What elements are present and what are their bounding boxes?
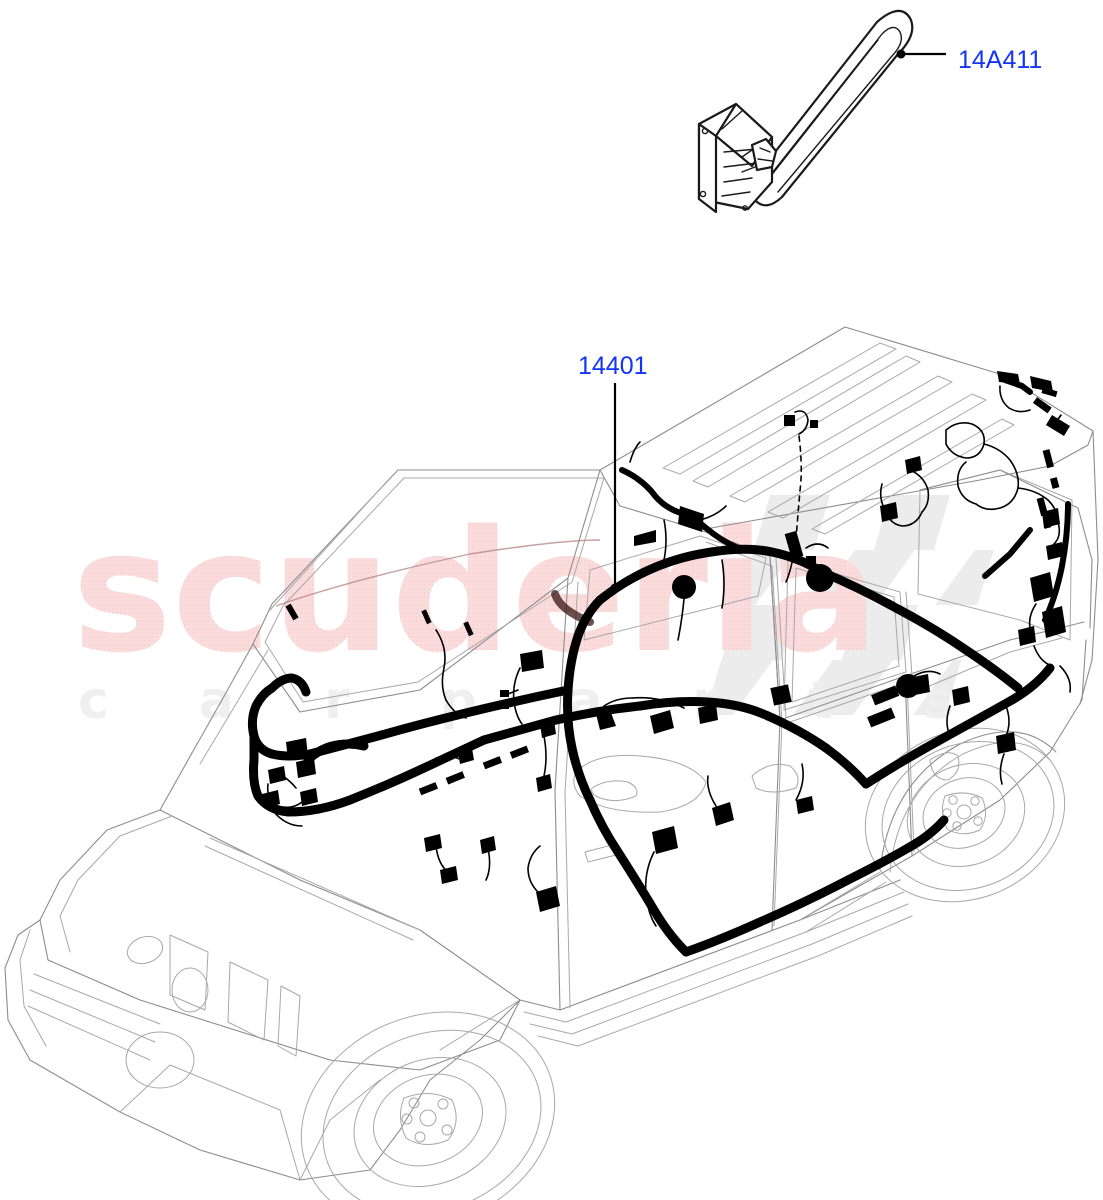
callout-14401-dot: [610, 583, 620, 593]
callout-14401-group[interactable]: 14401: [578, 352, 648, 593]
vehicle-outline: [4, 326, 1099, 1200]
watermark-brand: scuderia: [72, 494, 879, 690]
callout-14401-label[interactable]: 14401: [578, 352, 648, 380]
callout-14A411-label[interactable]: 14A411: [958, 46, 1042, 74]
rear-wheel: [864, 727, 1066, 903]
part-connector-module-14A411: [697, 9, 914, 214]
callout-14A411-group[interactable]: 14A411: [896, 46, 1043, 74]
wiring-harness-14401: [247, 371, 1072, 957]
callout-14A411-dot: [896, 49, 906, 59]
front-wheel: [300, 1011, 556, 1200]
